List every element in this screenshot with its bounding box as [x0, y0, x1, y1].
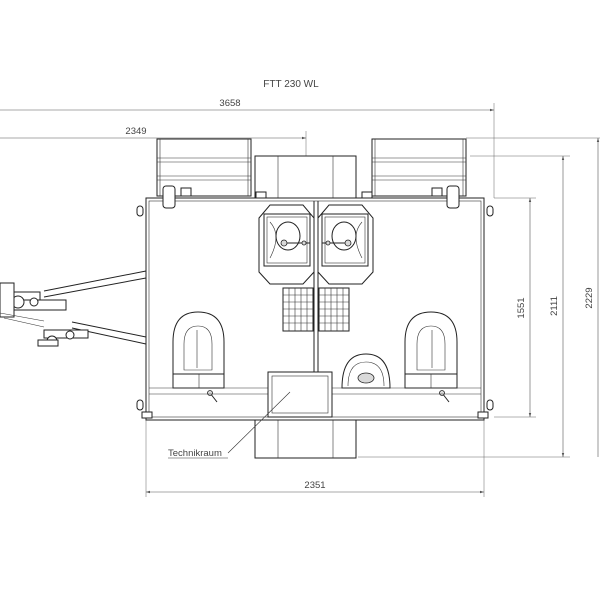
technical-room: [267, 371, 333, 418]
dim-label-depth-2229: 2229: [584, 287, 595, 308]
axle-block-bottom: [254, 416, 357, 459]
dimension-depth-1551: 1551: [494, 197, 536, 418]
dim-label-drawbar-to-axle: 2349: [125, 126, 146, 137]
toilet-right: [404, 311, 458, 403]
dimension-drawbar-to-axle: 2349: [0, 126, 307, 158]
dimension-depth-2229: 2229: [466, 137, 600, 457]
toilet-left: [172, 311, 225, 403]
dim-label-depth-2111: 2111: [549, 296, 560, 316]
sink-left: [258, 204, 315, 285]
sink-right: [317, 204, 374, 285]
drawbar-hitch: [0, 270, 147, 347]
dim-label-overall-width: 2351: [304, 480, 325, 491]
grid-basket-left: [282, 287, 314, 332]
axle-block-top: [254, 155, 357, 199]
door-hinges: [162, 185, 460, 209]
corner-jacks: [136, 191, 494, 419]
dimension-overall-length: 3658: [0, 98, 495, 198]
dim-label-depth-1551: 1551: [516, 297, 527, 318]
dim-label-overall-length: 3658: [219, 98, 240, 109]
grid-basket-right: [318, 287, 350, 332]
technical-room-callout: Technikraum: [168, 391, 291, 459]
technical-room-label: Technikraum: [168, 448, 222, 459]
drawing-title: FTT 230 WL: [263, 79, 319, 90]
dimension-overall-width: 2351: [145, 420, 485, 497]
dimension-depth-2111: 2111: [358, 155, 570, 458]
